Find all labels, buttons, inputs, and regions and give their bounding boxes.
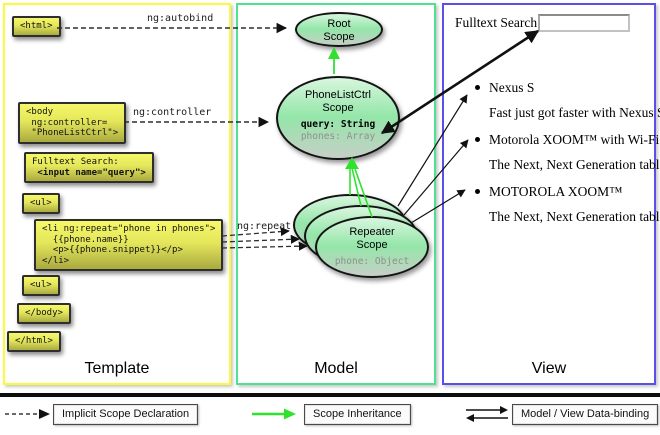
scope-prop-phones: phones: Array (300, 131, 376, 142)
code-line: </html> (15, 336, 53, 346)
scope-title: Scope (356, 238, 388, 251)
code-box-html-open: <html> (12, 16, 61, 37)
legend-scope-inheritance: Scope Inheritance (304, 404, 411, 425)
legend-divider (0, 393, 660, 397)
code-line: "PhoneListCtrl"> (26, 128, 119, 138)
scope-prop-phone: phone: Object (334, 256, 410, 267)
code-box-html-close: </html> (7, 331, 61, 352)
scope-title: Scope (323, 30, 355, 43)
double-arrow-icon (466, 406, 508, 422)
phone-name: MOTOROLA XOOM™ (489, 184, 623, 199)
list-item: Nexus S (475, 80, 653, 95)
scope-title: Repeater (349, 226, 395, 238)
code-box-ul-open: <ul> (22, 193, 60, 214)
code-line: <ul> (30, 198, 52, 208)
code-line: {{phone.name}} (42, 234, 129, 245)
bullet-icon (475, 85, 480, 90)
list-item: Motorola XOOM™ with Wi-Fi (475, 132, 659, 147)
fulltext-search-label: Fulltext Search: (455, 15, 541, 30)
dashed-arrow-icon (5, 409, 50, 419)
scope-title: PhoneListCtrl (304, 89, 372, 101)
green-arrow-icon (252, 408, 296, 420)
code-line: <body (26, 107, 54, 117)
phone-snippet: Fast just got faster with Nexus S. (489, 105, 660, 120)
phone-name: Nexus S (489, 80, 535, 95)
scope-title: Scope (322, 101, 354, 114)
fulltext-search-input[interactable] (538, 14, 630, 32)
code-line: ng:controller= (26, 117, 108, 128)
scope-title: Root (327, 18, 351, 30)
model-panel-label: Model (314, 360, 358, 377)
phone-snippet: The Next, Next Generation tablet. (489, 209, 660, 224)
phone-snippet: The Next, Next Generation tablet. (489, 157, 660, 172)
code-line: <li ng:repeat="phone in phones"> (42, 224, 216, 234)
code-box-body-close: </body> (17, 303, 71, 324)
phonelistctrl-scope-ellipse: PhoneListCtrl Scope query: String phones… (276, 76, 400, 160)
template-panel-label: Template (84, 360, 150, 377)
code-line: </li> (42, 255, 70, 266)
legend-implicit-scope-declaration: Implicit Scope Declaration (53, 404, 199, 425)
code-box-li-repeat: <li ng:repeat="phone in phones"> {{phone… (34, 219, 224, 271)
code-box-ul-close: <ul> (22, 275, 60, 296)
code-line: </body> (25, 308, 63, 318)
phone-list: Nexus S Fast just got faster with Nexus … (475, 80, 660, 236)
code-line: <ul> (30, 280, 52, 290)
code-line: Fulltext Search: (32, 157, 119, 167)
bullet-icon (475, 189, 480, 194)
scope-prop-query: query: String (300, 119, 376, 130)
root-scope-ellipse: Root Scope (295, 12, 383, 47)
code-line: <html> (20, 21, 53, 31)
phone-name: Motorola XOOM™ with Wi-Fi (489, 132, 660, 147)
view-panel-label: View (531, 360, 567, 377)
ng-repeat-label: ng:repeat (237, 221, 292, 232)
legend-model-view-databinding: Model / View Data-binding (512, 404, 659, 425)
bullet-icon (475, 137, 480, 142)
code-box-fulltext-search: Fulltext Search: <input name="query"> (24, 152, 154, 183)
code-line: <p>{{phone.snippet}}</p> (42, 245, 183, 255)
ng-autobind-label: ng:autobind (147, 13, 214, 24)
code-line: <input name="query"> (32, 167, 146, 178)
code-box-body-open: <body ng:controller= "PhoneListCtrl"> (18, 102, 127, 144)
list-item: MOTOROLA XOOM™ (475, 184, 653, 199)
repeater-scope-ellipse: Repeater Scope phone: Object (315, 216, 429, 278)
ng-controller-label: ng:controller (133, 107, 212, 118)
